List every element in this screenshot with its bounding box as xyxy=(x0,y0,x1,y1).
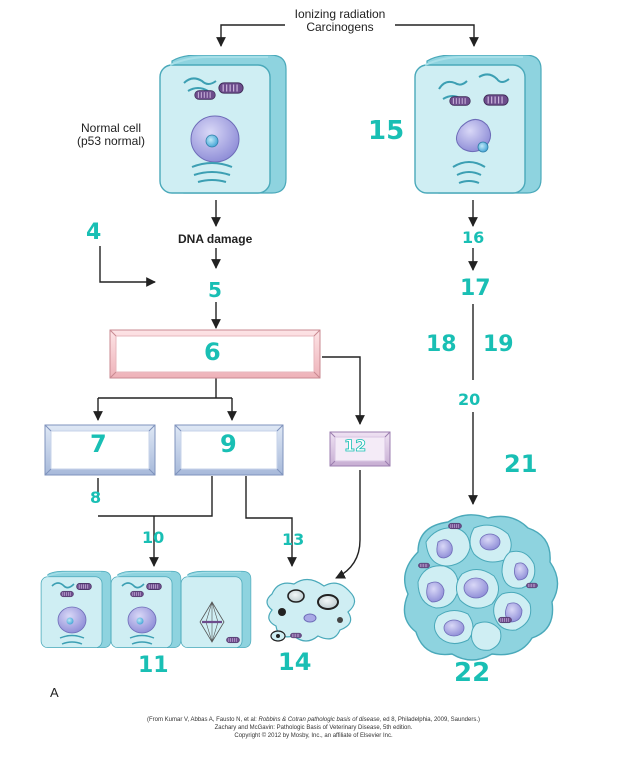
mitotic-cell xyxy=(180,570,252,649)
trigger-line-1: Ionizing radiation xyxy=(294,7,386,21)
hand-number-21: 21 xyxy=(504,450,538,478)
hand-number-17: 17 xyxy=(460,276,491,301)
hand-number-20: 20 xyxy=(458,390,481,409)
box-7 xyxy=(44,424,156,476)
normal-cell-label: Normal cell (p53 normal) xyxy=(66,122,156,148)
apoptotic-bodies xyxy=(266,578,356,642)
trigger-line-2: Carcinogens xyxy=(306,20,374,34)
trigger-arrows xyxy=(216,24,479,47)
hand-number-9: 9 xyxy=(220,430,237,458)
hand-number-14: 14 xyxy=(278,648,312,676)
tumor-mass xyxy=(403,514,559,661)
credit-line-2: Zachary and McGavin: Pathologic Basis of… xyxy=(214,725,413,731)
normal-cell xyxy=(159,55,287,194)
hand-number-8: 8 xyxy=(90,488,102,507)
dna-damage-label: DNA damage xyxy=(178,232,253,246)
dividing-cells xyxy=(40,570,252,649)
hand-number-5: 5 xyxy=(208,278,222,302)
credit-line-3: Copyright © 2012 by Mosby, Inc., an affi… xyxy=(234,733,393,739)
hand-number-19: 19 xyxy=(483,332,514,357)
hand-number-4: 4 xyxy=(86,220,102,245)
hand-number-13: 13 xyxy=(282,530,305,549)
credit-book-title: Robbins & Cotran pathologic basis of dis… xyxy=(258,717,382,723)
repaired-cell-2 xyxy=(110,570,182,649)
normal-cell-line-1: Normal cell xyxy=(80,121,141,135)
hand-number-16: 16 xyxy=(462,228,485,247)
hand-number-10: 10 xyxy=(142,528,165,547)
normal-cell-line-2: (p53 normal) xyxy=(76,134,146,148)
hand-number-12: 12 xyxy=(344,436,367,455)
box-12 xyxy=(329,431,391,467)
panel-letter: A xyxy=(50,685,59,700)
hand-number-6: 6 xyxy=(204,338,221,366)
box-6 xyxy=(109,329,321,379)
hand-number-15: 15 xyxy=(368,116,405,146)
hand-number-7: 7 xyxy=(90,430,107,458)
mutated-cell xyxy=(414,55,542,194)
trigger-label: Ionizing radiation Carcinogens xyxy=(285,8,395,34)
left-pathway-arrows xyxy=(93,200,365,579)
credit-line-1: (From Kumar V, Abbas A, Fausto N, et al:… xyxy=(0,716,627,724)
credit-suffix: ed 8, Philadelphia, 2009, Saunders.) xyxy=(381,717,480,723)
box-9 xyxy=(174,424,284,476)
credit-prefix: (From Kumar V, Abbas A, Fausto N, et al: xyxy=(147,717,259,723)
hand-number-18: 18 xyxy=(426,332,457,357)
hand-number-22: 22 xyxy=(454,658,491,688)
repaired-cell-1 xyxy=(40,570,112,649)
hand-number-11: 11 xyxy=(138,653,169,678)
